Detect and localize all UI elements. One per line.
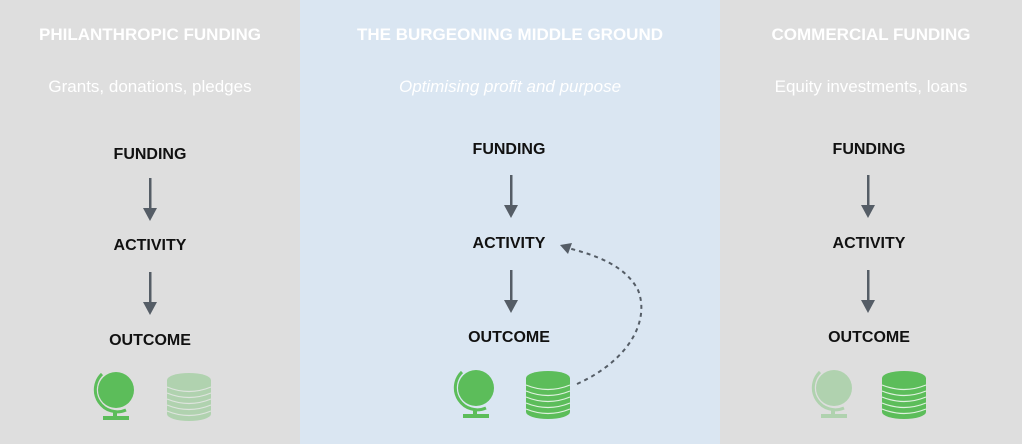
step-activity: ACTIVITY (113, 237, 187, 254)
step-outcome: OUTCOME (468, 329, 550, 346)
step-funding: FUNDING (113, 146, 187, 163)
commercial-column: COMMERCIAL FUNDING Equity investments, l… (720, 0, 1022, 444)
coins-icon (881, 370, 927, 420)
step-funding: FUNDING (472, 141, 546, 158)
step-outcome: OUTCOME (828, 329, 910, 346)
coins-icon (166, 372, 212, 422)
column-subtitle: Optimising profit and purpose (398, 77, 622, 96)
step-outcome: OUTCOME (109, 332, 191, 349)
column-title: COMMERCIAL FUNDING (771, 25, 971, 44)
step-activity: ACTIVITY (472, 235, 546, 252)
down-arrow-icon (143, 272, 157, 315)
column-subtitle: Equity investments, loans (774, 77, 968, 96)
middle-ground-column: THE BURGEONING MIDDLE GROUND Optimising … (300, 0, 720, 444)
reinvest-dashed-arrow (560, 243, 643, 385)
down-arrow-icon (861, 175, 875, 218)
globe-icon (93, 370, 136, 420)
column-title: PHILANTHROPIC FUNDING (39, 25, 261, 44)
step-activity: ACTIVITY (832, 235, 906, 252)
column-title: THE BURGEONING MIDDLE GROUND (357, 25, 663, 44)
globe-icon (811, 368, 854, 418)
down-arrow-icon (861, 270, 875, 313)
philanthropic-column: PHILANTHROPIC FUNDING Grants, donations,… (0, 0, 300, 444)
step-funding: FUNDING (832, 141, 906, 158)
column-subtitle: Grants, donations, pledges (48, 77, 252, 96)
down-arrow-icon (143, 178, 157, 221)
